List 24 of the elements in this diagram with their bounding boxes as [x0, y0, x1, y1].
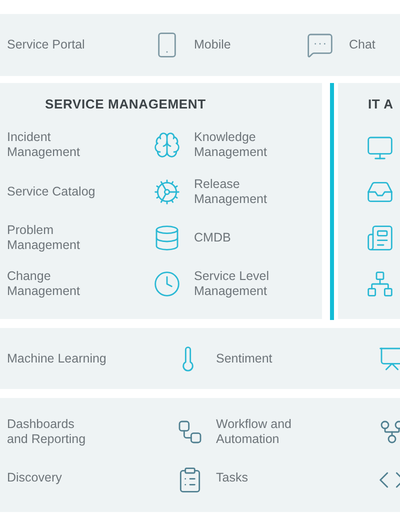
- panel: [0, 14, 400, 76]
- feature-label: Machine Learning: [7, 352, 106, 366]
- feature-label: Problem Management: [7, 223, 81, 253]
- feature-label: Service Catalog: [7, 184, 96, 200]
- feature-label: Change Management: [7, 269, 81, 299]
- feature-label: Incident Management: [7, 130, 81, 160]
- section-heading: SERVICE MANAGEMENT: [45, 95, 206, 114]
- feature-label: Mobile: [194, 38, 231, 52]
- panel: [0, 328, 400, 389]
- panel: [0, 398, 400, 512]
- feature-label: Knowledge Management: [194, 130, 268, 160]
- feature-label: Dashboards and Reporting: [7, 417, 87, 447]
- feature-label: Sentiment: [216, 352, 272, 366]
- feature-label: Workflow and Automation: [216, 417, 292, 447]
- feature-label: Service Portal: [7, 38, 85, 52]
- feature-label: Release Management: [194, 177, 268, 207]
- feature-label: Discovery: [7, 470, 62, 486]
- feature-label: Service Level Management: [194, 269, 270, 299]
- panel: [0, 83, 322, 319]
- panel: [338, 83, 400, 319]
- feature-label: CMDB: [194, 230, 231, 246]
- section-heading: IT A: [368, 95, 394, 114]
- feature-label: Chat: [349, 38, 376, 52]
- feature-label: Tasks: [216, 470, 248, 486]
